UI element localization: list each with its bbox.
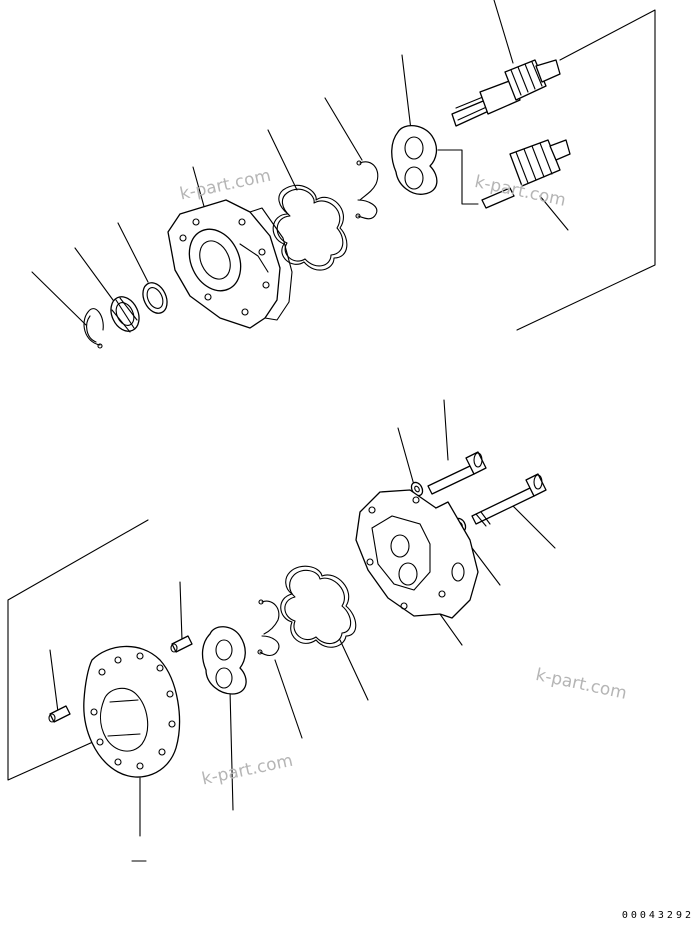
assembly-bracket-upper	[516, 9, 656, 331]
gasket-o-ring-lower	[280, 565, 357, 648]
dowel-pin-2	[48, 705, 71, 723]
bolt-long	[471, 473, 547, 527]
assembly-bracket-lower	[7, 519, 149, 781]
drawing-number: 00043292	[621, 910, 694, 921]
backup-ring-lower	[257, 599, 280, 657]
drive-gear-shaft	[451, 59, 561, 127]
washer	[142, 282, 168, 314]
backup-ring	[355, 160, 379, 220]
gear-group-bracket	[437, 149, 479, 205]
lower-assembly	[7, 399, 556, 862]
front-cover	[167, 199, 293, 329]
upper-assembly	[31, 0, 656, 349]
dowel-pin-1	[170, 635, 193, 653]
rear-cover	[355, 489, 479, 619]
gasket-o-ring	[272, 184, 348, 271]
driven-gear	[481, 139, 571, 209]
snap-ring	[83, 308, 104, 349]
bolt-short	[427, 451, 487, 495]
oil-seal	[110, 296, 140, 333]
gear-body	[83, 645, 181, 778]
upper-callout-lines	[31, 0, 569, 326]
side-plate-lower	[201, 626, 247, 695]
side-plate	[391, 125, 438, 195]
